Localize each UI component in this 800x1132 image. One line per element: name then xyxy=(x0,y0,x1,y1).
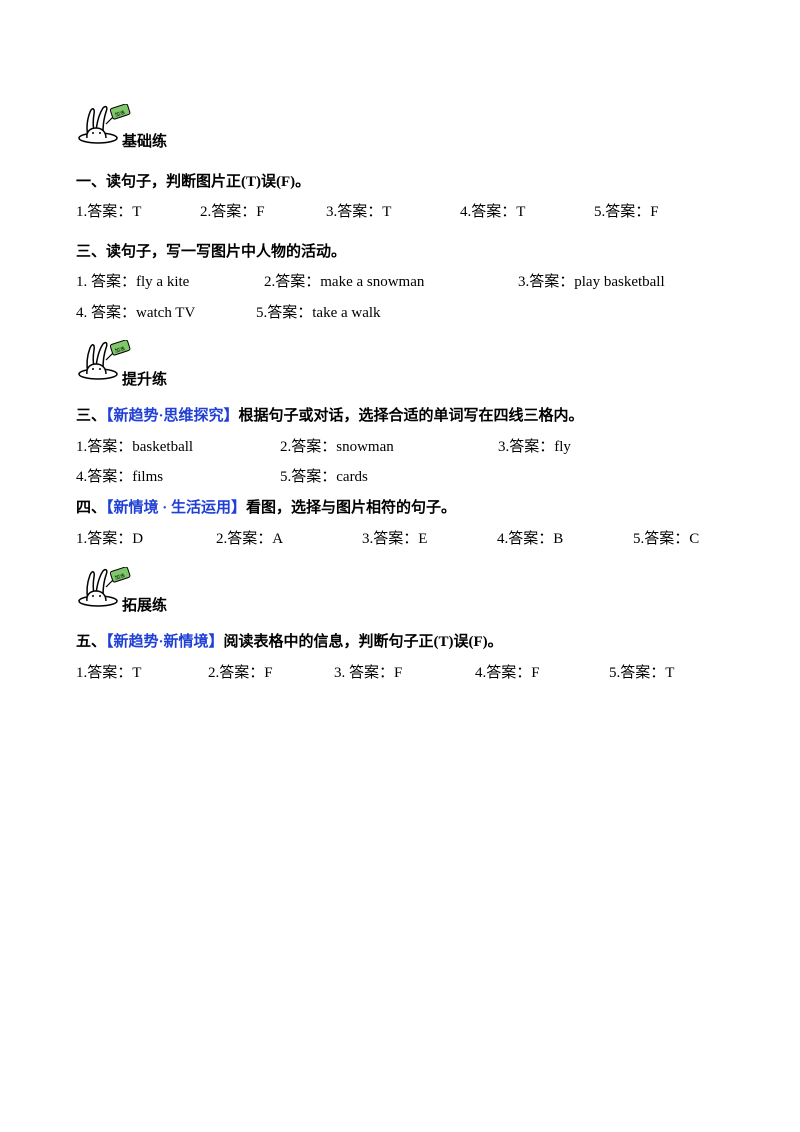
answer-item: 4.答案：B xyxy=(497,531,564,547)
answer-item: 2.答案：F xyxy=(208,665,273,681)
answer-item: 4.答案：F xyxy=(475,665,540,681)
answer-item: 1.答案：T xyxy=(76,204,142,220)
part-heading-4: 四、【新情境 · 生活运用】看图，选择与图片相符的句子。 xyxy=(76,500,457,516)
rabbit-sign-icon: 加油 xyxy=(78,340,131,380)
answer-item: 1.答案：D xyxy=(76,531,144,547)
svg-text:加油: 加油 xyxy=(114,109,126,119)
answer-item: 4.答案：films xyxy=(76,469,164,485)
rabbit-sign-icon: 加油 xyxy=(78,567,131,607)
part-heading-3: 三、读句子，写一写图片中人物的活动。 xyxy=(76,244,347,260)
answer-item: 2.答案：A xyxy=(216,531,284,547)
answer-item: 4.答案：T xyxy=(460,204,526,220)
answer-item: 3.答案：T xyxy=(326,204,392,220)
answer-item: 1. 答案：fly a kite xyxy=(76,274,190,290)
answer-item: 2.答案：snowman xyxy=(280,439,394,455)
answer-item: 2.答案：make a snowman xyxy=(264,274,425,290)
answer-item: 3.答案：play basketball xyxy=(518,274,665,290)
answer-item: 5.答案：cards xyxy=(280,469,368,485)
answer-item: 4. 答案：watch TV xyxy=(76,305,196,321)
answer-item: 1.答案：T xyxy=(76,665,142,681)
answer-item: 5.答案：C xyxy=(633,531,700,547)
section-title-extend: 拓展练 xyxy=(122,598,168,614)
section-title-basic: 基础练 xyxy=(122,134,168,150)
answer-item: 3.答案：E xyxy=(362,531,428,547)
section-title-advance: 提升练 xyxy=(122,372,168,388)
part-heading-5: 五、【新趋势·新情境】阅读表格中的信息，判断句子正(T)误(F)。 xyxy=(76,634,503,650)
answer-item: 2.答案：F xyxy=(200,204,265,220)
rabbit-sign-icon: 加油 xyxy=(78,104,131,144)
answer-item: 5.答案：take a walk xyxy=(256,305,381,321)
answer-item: 5.答案：F xyxy=(594,204,659,220)
part-heading-1: 一、读句子，判断图片正(T)误(F)。 xyxy=(76,174,311,190)
answer-item: 3.答案：fly xyxy=(498,439,571,455)
svg-text:加油: 加油 xyxy=(114,345,126,355)
answer-item: 5.答案：T xyxy=(609,665,675,681)
svg-text:加油: 加油 xyxy=(114,572,126,582)
answer-item: 1.答案：basketball xyxy=(76,439,194,455)
answer-item: 3. 答案：F xyxy=(334,665,403,681)
part-heading-3b: 三、【新趋势·思维探究】根据句子或对话，选择合适的单词写在四线三格内。 xyxy=(76,408,584,424)
